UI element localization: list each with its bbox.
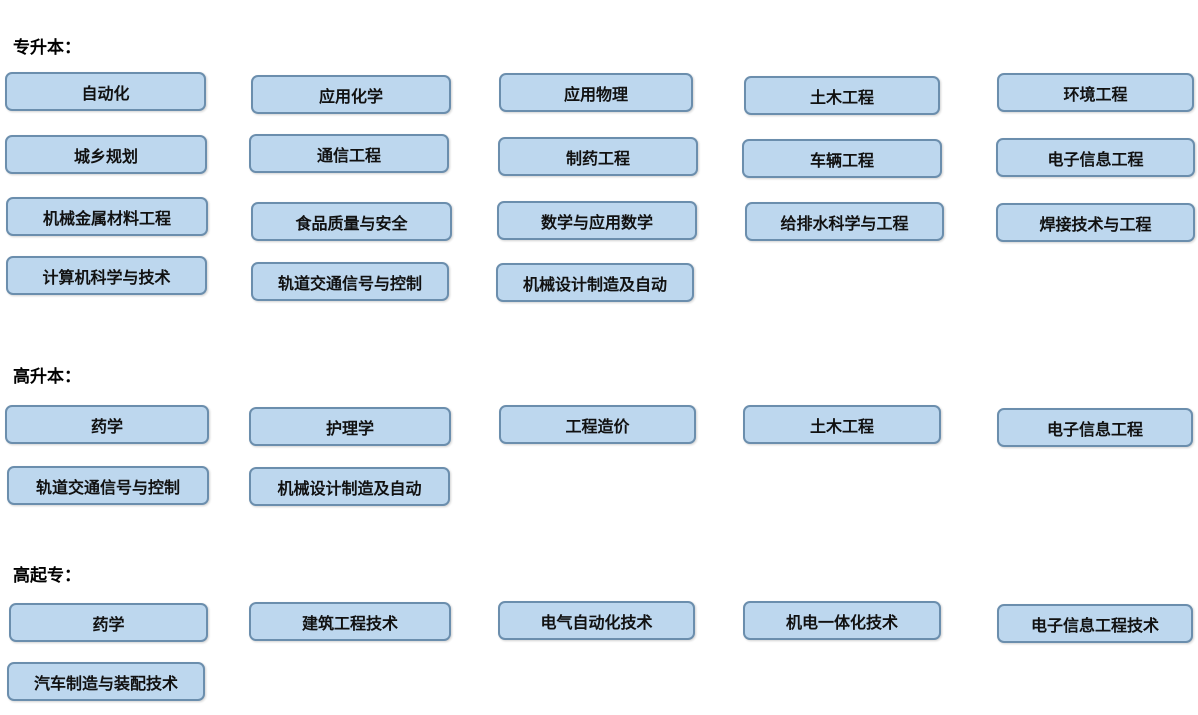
major-button[interactable]: 电子信息工程: [996, 138, 1195, 177]
major-button[interactable]: 环境工程: [997, 73, 1194, 112]
major-button[interactable]: 电子信息工程: [997, 408, 1193, 447]
major-button[interactable]: 城乡规划: [5, 135, 207, 174]
section-title-gaoqizhuan: 高起专：: [13, 566, 81, 586]
major-button[interactable]: 应用化学: [251, 75, 451, 114]
major-button[interactable]: 食品质量与安全: [251, 202, 452, 241]
major-button[interactable]: 工程造价: [499, 405, 696, 444]
major-button[interactable]: 轨道交通信号与控制: [7, 466, 209, 505]
major-button[interactable]: 机械金属材料工程: [6, 197, 208, 236]
major-button[interactable]: 通信工程: [249, 134, 449, 173]
major-button[interactable]: 电气自动化技术: [498, 601, 695, 640]
major-button[interactable]: 护理学: [249, 407, 451, 446]
section-title-zhuanshengben: 专升本：: [13, 38, 81, 58]
major-button[interactable]: 自动化: [5, 72, 206, 111]
major-button[interactable]: 焊接技术与工程: [996, 203, 1195, 242]
major-button[interactable]: 给排水科学与工程: [745, 202, 944, 241]
major-button[interactable]: 车辆工程: [742, 139, 942, 178]
major-button[interactable]: 药学: [5, 405, 209, 444]
major-button[interactable]: 药学: [9, 603, 208, 642]
major-button[interactable]: 机械设计制造及自动: [249, 467, 450, 506]
major-button[interactable]: 制药工程: [498, 137, 698, 176]
major-button[interactable]: 数学与应用数学: [497, 201, 697, 240]
major-button[interactable]: 计算机科学与技术: [6, 256, 207, 295]
major-button[interactable]: 机电一体化技术: [743, 601, 941, 640]
major-button[interactable]: 建筑工程技术: [249, 602, 451, 641]
major-button[interactable]: 土木工程: [744, 76, 940, 115]
major-button[interactable]: 土木工程: [743, 405, 941, 444]
section-title-gaoshengben: 高升本：: [13, 367, 81, 387]
major-button[interactable]: 电子信息工程技术: [997, 604, 1193, 643]
major-button[interactable]: 轨道交通信号与控制: [251, 262, 449, 301]
major-button[interactable]: 应用物理: [499, 73, 693, 112]
major-button[interactable]: 汽车制造与装配技术: [7, 662, 205, 701]
major-button[interactable]: 机械设计制造及自动: [496, 263, 694, 302]
